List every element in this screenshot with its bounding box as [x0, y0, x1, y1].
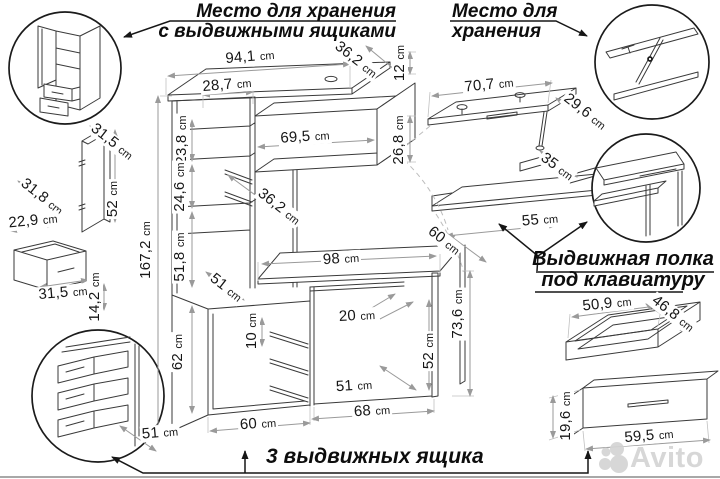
dim-shelf-gap-lower: 24,6 cm	[171, 160, 188, 214]
avito-watermark-text: Avito	[630, 442, 704, 474]
detail-circle-lift-mechanism	[594, 4, 710, 120]
dim-left-mid-height: 51,8 cm	[171, 230, 188, 284]
dim-desktop-width: 98 cm	[320, 249, 362, 269]
side-door-and-drawer-details	[13, 127, 111, 291]
dim-niche-height: 26,8 cm	[390, 113, 407, 167]
title-storage-line2: хранения	[452, 21, 542, 42]
dim-cabinet-height: 62 cm	[169, 331, 186, 373]
caption-three-drawers: 3 выдвижных ящика	[266, 445, 484, 468]
avito-watermark: Avito	[596, 440, 720, 478]
dim-desk-height: 73,6 cm	[449, 287, 466, 341]
title-storage-with-drawers-line2: с выдвижными ящиками	[158, 21, 396, 42]
title-keyboard-shelf-line2: под клавиатуру	[541, 269, 705, 291]
title-storage-with-drawers-line1: Место для хранения	[196, 1, 396, 22]
dim-door-height: 52 cm	[104, 178, 121, 220]
dim-shelf-gap-upper: 23,8 cm	[173, 113, 190, 167]
avito-logo-icon	[599, 442, 628, 473]
bottom-edge-line	[0, 476, 720, 478]
title-storage-line1: Место для	[452, 1, 558, 22]
lift-flap-drawing	[427, 87, 577, 151]
dim-front-drawer-height: 19,6 cm	[557, 389, 574, 443]
title-keyboard-shelf-line1: Выдвижная полка	[532, 248, 714, 270]
leader-arrows	[111, 20, 714, 474]
dim-side-drawer-height: 14,2 cm	[86, 270, 103, 324]
dim-right-section-width: 68 cm	[351, 401, 393, 421]
dim-rear-gap: 20 cm	[336, 306, 378, 326]
dim-knee-depth: 51 cm	[333, 376, 375, 396]
dim-total-height: 167,2 cm	[137, 219, 154, 281]
title-storage-with-drawers: Место для хранения с выдвижными ящиками	[146, 2, 396, 42]
projection-lines	[403, 125, 465, 273]
title-storage: Место для хранения	[452, 2, 592, 42]
dim-knee-height: 52 cm	[420, 330, 437, 372]
detail-circles	[8, 4, 710, 463]
dim-left-section-width: 60 cm	[237, 414, 279, 434]
main-desk-drawing	[167, 61, 466, 432]
dim-hutch-top-height: 12 cm	[391, 42, 408, 84]
title-keyboard-shelf: Выдвижная полка под клавиатуру	[528, 249, 718, 291]
dim-slide-spacing: 10 cm	[243, 310, 260, 352]
